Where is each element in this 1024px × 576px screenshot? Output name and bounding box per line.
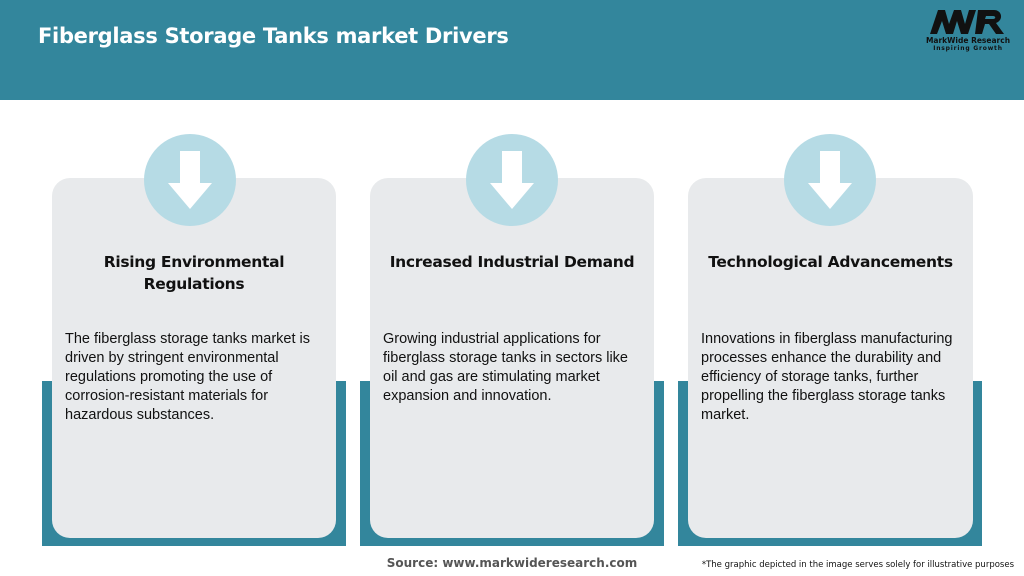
- card-description: Growing industrial applications for fibe…: [383, 331, 628, 404]
- card-description: The fiberglass storage tanks market is d…: [65, 331, 310, 423]
- down-arrow-icon: [168, 151, 212, 209]
- mwr-logo-icon: [930, 10, 1004, 34]
- logo-tagline: Inspiring Growth: [933, 45, 1003, 52]
- card-description: Innovations in fiberglass manufacturing …: [701, 331, 953, 423]
- icon-circle: [466, 134, 558, 226]
- card-title-line: Regulations: [143, 275, 245, 293]
- card-title: Rising Environmental Regulations: [52, 251, 336, 295]
- disclaimer-note: *The graphic depicted in the image serve…: [701, 560, 1014, 570]
- header-banner: Fiberglass Storage Tanks market Drivers …: [0, 0, 1024, 100]
- card-panel: Technological Advancements Innovations i…: [688, 178, 973, 538]
- icon-circle: [144, 134, 236, 226]
- card-title-line: Increased Industrial Demand: [389, 253, 635, 271]
- source-credit: Source: www.markwideresearch.com: [386, 556, 638, 570]
- card-title: Increased Industrial Demand: [370, 251, 654, 273]
- card-title-line: Rising Environmental: [103, 253, 285, 271]
- down-arrow-icon: [490, 151, 534, 209]
- card-panel: Rising Environmental Regulations The fib…: [52, 178, 336, 538]
- card-title: Technological Advancements: [688, 251, 973, 273]
- down-arrow-icon: [808, 151, 852, 209]
- logo-name: MarkWide Research: [925, 36, 1011, 45]
- page-title: Fiberglass Storage Tanks market Drivers: [38, 24, 509, 48]
- card-panel: Increased Industrial Demand Growing indu…: [370, 178, 654, 538]
- icon-circle: [784, 134, 876, 226]
- company-logo: MarkWide Research Inspiring Growth: [922, 8, 1014, 58]
- card-title-line: Technological Advancements: [708, 253, 953, 271]
